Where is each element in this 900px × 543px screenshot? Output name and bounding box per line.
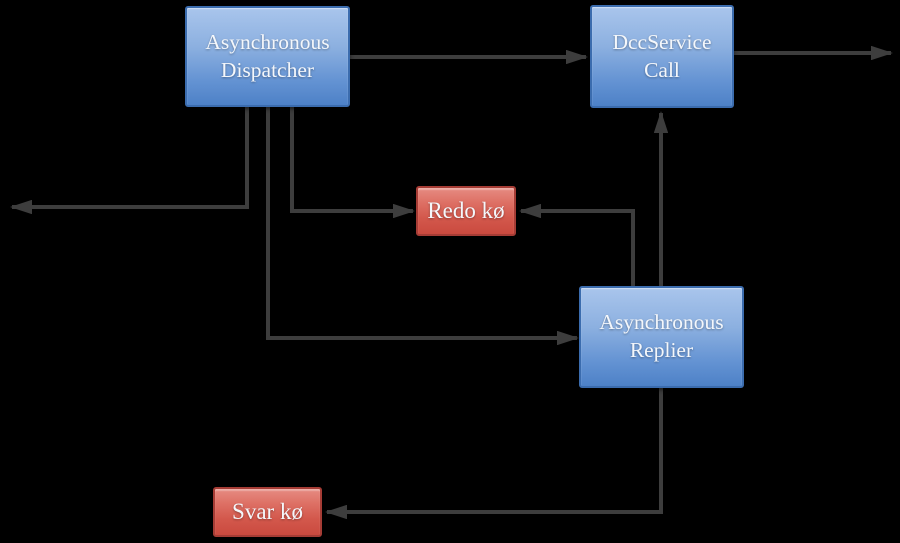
node-redo-queue-label: Redo kø xyxy=(427,198,505,224)
node-svar-queue: Svar kø xyxy=(213,487,322,537)
arrow-dispatcher-to-redo-queue xyxy=(290,107,415,219)
arrow-replier-to-svar-queue xyxy=(325,388,663,520)
arrow-dispatcher-to-left-edge xyxy=(10,107,249,215)
node-asynchronous-replier-label: Asynchronous Replier xyxy=(599,310,724,362)
arrow-dispatcher-to-replier xyxy=(266,107,579,346)
node-asynchronous-dispatcher: Asynchronous Dispatcher xyxy=(185,6,350,107)
node-dccservice-call-label: DccService Call xyxy=(612,29,712,82)
node-redo-queue: Redo kø xyxy=(416,186,516,236)
node-asynchronous-replier: Asynchronous Replier xyxy=(579,286,744,388)
arrow-replier-to-redo-queue xyxy=(519,203,635,286)
node-dccservice-call: DccService Call xyxy=(590,5,734,108)
node-svar-queue-label: Svar kø xyxy=(232,499,303,525)
node-asynchronous-dispatcher-label: Asynchronous Dispatcher xyxy=(205,29,330,82)
